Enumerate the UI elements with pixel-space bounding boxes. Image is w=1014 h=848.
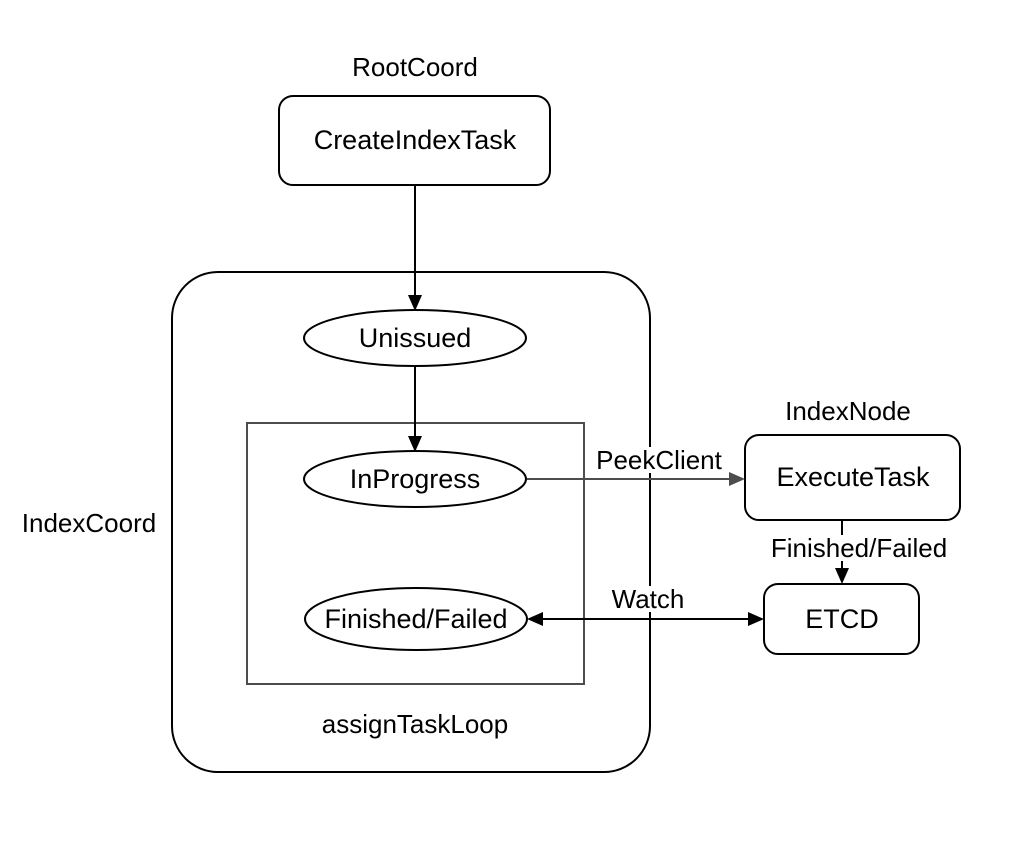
node-label-finished-failed-state: Finished/Failed (324, 604, 508, 634)
edge-create-index-task-to-unissued (408, 185, 422, 311)
edge-etcd-to-finished-failed (527, 612, 764, 626)
node-label-create-index-task: CreateIndexTask (313, 125, 517, 155)
edge-label-finished-failed: Finished/Failed (768, 533, 950, 563)
assign-task-loop-container (246, 422, 585, 685)
node-label-etcd: ETCD (805, 604, 879, 634)
edge-label-peek-client: PeekClient (594, 445, 724, 475)
node-label-unissued: Unissued (358, 323, 472, 353)
edge-in-progress-to-execute-task (527, 472, 745, 486)
edge-unissued-to-in-progress (408, 366, 422, 452)
index-coord-container (171, 271, 651, 773)
node-label-execute-task: ExecuteTask (776, 462, 930, 492)
node-label-in-progress: InProgress (349, 464, 481, 494)
execute-task-box[interactable] (744, 434, 961, 521)
edge-label-watch: Watch (609, 584, 687, 614)
group-label-index-coord: IndexCoord (21, 508, 157, 538)
group-label-index-node: IndexNode (785, 396, 911, 426)
group-label-assign-task-loop: assignTaskLoop (321, 709, 509, 739)
group-label-root-coord: RootCoord (352, 52, 478, 82)
